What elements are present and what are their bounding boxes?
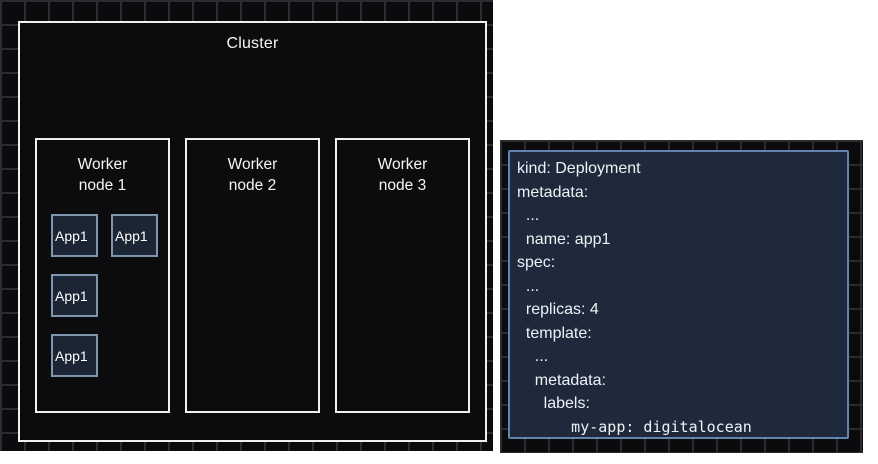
app-row: App1 [51,334,98,377]
worker-node-1-apps: App1 App1 App1 App1 [51,214,158,377]
app1-pod-box: App1 [51,214,98,257]
manifest-line: template: [517,324,592,342]
worker-node-3-label: Worker node 3 [377,156,428,194]
app1-pod-box: App1 [51,274,98,317]
app-row: App1 [51,274,98,317]
manifest-line: ... [517,348,549,365]
manifest-line-mono: my-app: digitalocean [517,417,752,436]
worker-node-1: Worker node 1 App1 App1 App1 App1 [35,138,170,413]
app1-pod-box: App1 [111,214,158,257]
worker-node-2-label: Worker node 2 [227,156,278,194]
worker-node-3: Worker node 3 [335,138,470,413]
cluster-title: Cluster [226,35,279,52]
manifest-line: spec: [517,254,556,271]
manifest-line: metadata: [517,183,589,201]
deployment-manifest: kind: Deployment metadata: ... name: app… [508,150,849,439]
manifest-line: ... [517,277,540,295]
manifest-line: ... [517,207,540,224]
worker-nodes-row: Worker node 1 App1 App1 App1 App1 [35,138,470,413]
manifest-panel: kind: Deployment metadata: ... name: app… [500,140,863,453]
manifest-line: kind: Deployment [517,160,641,177]
manifest-line: metadata: [517,371,606,389]
app1-pod-box: App1 [51,334,98,377]
worker-node-1-label: Worker node 1 [77,156,128,194]
manifest-line: labels: [517,395,590,412]
cluster-box: Cluster Worker node 1 App1 App1 App1 App [18,21,487,442]
cluster-diagram-panel: Cluster Worker node 1 App1 App1 App1 App [0,0,493,451]
app-row: App1 App1 [51,214,158,257]
manifest-line: replicas: 4 [517,301,599,318]
worker-node-2: Worker node 2 [185,138,320,413]
manifest-line: name: app1 [517,230,611,248]
